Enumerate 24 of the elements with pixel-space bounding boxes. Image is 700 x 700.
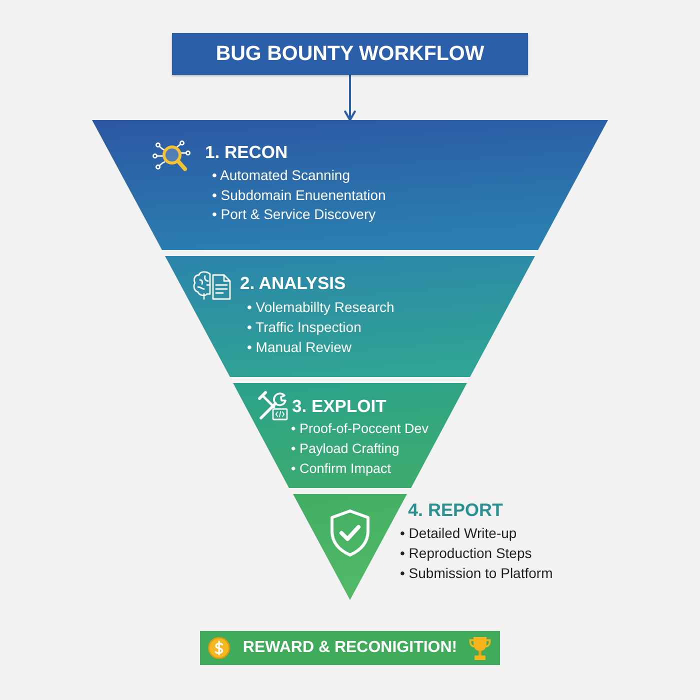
funnel-band	[233, 383, 467, 488]
funnel-band	[165, 256, 535, 377]
bullet-item: • Reproduction Steps	[400, 544, 532, 563]
stage-heading: 1. RECON	[205, 142, 288, 163]
stage-heading: 2. ANALYSIS	[240, 273, 346, 294]
arrow	[344, 75, 356, 122]
bullet-item: • Manual Review	[247, 338, 352, 357]
bullet-item: • Subdomain Enuenentation	[212, 186, 386, 204]
bullet-item: • Automated Scanning	[212, 166, 350, 185]
bullet-item: • Detailed Write-up	[400, 524, 517, 543]
bullet-item: • Port & Service Discovery	[212, 205, 376, 224]
funnel-band	[92, 120, 608, 250]
bullet-item: • Traffic Inspection	[247, 318, 362, 337]
banner-text: REWARD & RECONIGITION!	[242, 638, 458, 658]
bullet-item: • Volemabillty Research	[247, 298, 394, 317]
stage-heading: 3. EXPLOIT	[292, 396, 386, 417]
bullet-item: • Proof-of-Poccent Dev	[291, 420, 429, 438]
title-text: BUG BOUNTY WORKFLOW	[216, 42, 484, 66]
bullet-item: • Payload Crafting	[291, 440, 400, 458]
title-banner	[172, 33, 528, 75]
bullet-item: • Submission to Platform	[400, 564, 553, 583]
reward-banner	[200, 631, 500, 665]
stage-heading: 4. REPORT	[408, 500, 504, 522]
bullet-item: • Confirm Impact	[291, 460, 391, 478]
